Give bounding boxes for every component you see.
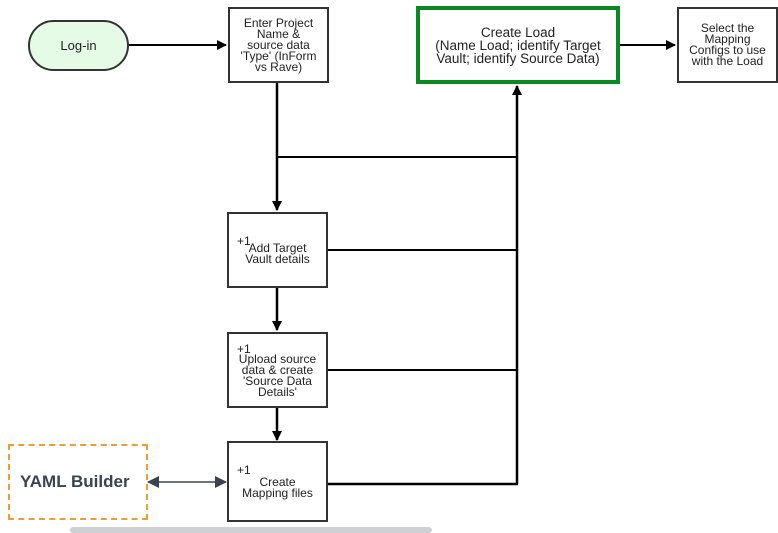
text-line: Enter Project <box>243 15 314 30</box>
horizontal-scrollbar[interactable] <box>70 527 432 533</box>
text-line: Details' <box>258 385 297 399</box>
node-select-mapping-text: Select the Mapping Configs to use with t… <box>689 21 766 68</box>
text-line: Vault; identify Source Data) <box>436 50 600 66</box>
text-line: source data <box>247 37 310 52</box>
text-line: 'Source Data <box>242 374 312 388</box>
step-badge: +1 <box>237 463 251 477</box>
node-create-load[interactable]: Create Load (Name Load; identify Target … <box>416 6 620 84</box>
text-line: Create <box>259 474 296 489</box>
step-badge: +1 <box>237 234 251 248</box>
text-line: with the Load <box>691 54 764 68</box>
text-line: Select the <box>700 21 755 35</box>
text-line: Vault details <box>245 252 310 266</box>
node-login[interactable]: Log-in <box>28 20 129 71</box>
step-badge: +1 <box>237 342 251 356</box>
text-line: Add Target <box>248 241 307 255</box>
text-line: (Name Load; identify Target <box>435 37 601 53</box>
node-create-mapping-text: Create Mapping files <box>242 474 313 500</box>
node-enter-project[interactable]: Enter Project Name & source data 'Type' … <box>228 7 329 83</box>
node-upload-source-text: Upload source data & create 'Source Data… <box>238 352 317 399</box>
node-add-target-text: Add Target Vault details <box>245 241 310 266</box>
node-add-target[interactable]: +1 Add Target Vault details <box>227 212 328 288</box>
text-line: 'Type' (InForm <box>240 48 317 63</box>
text-line: data & create <box>241 363 314 377</box>
text-line: Upload source <box>238 352 317 366</box>
text-line: Mapping <box>704 32 751 46</box>
node-create-mapping[interactable]: +1 Create Mapping files <box>227 441 328 522</box>
text-line: Configs to use <box>689 43 766 57</box>
node-enter-project-text: Enter Project Name & source data 'Type' … <box>240 15 317 74</box>
text-line: Create Load <box>480 24 556 40</box>
node-upload-source[interactable]: +1 Upload source data & create 'Source D… <box>227 332 328 408</box>
node-login-label: Log-in <box>60 38 97 53</box>
text-line: Mapping files <box>242 485 313 500</box>
text-line: Name & <box>256 26 301 41</box>
node-yaml-builder[interactable]: YAML Builder <box>8 444 148 520</box>
node-yaml-builder-label: YAML Builder <box>20 472 130 491</box>
text-line: vs Rave) <box>254 59 303 74</box>
node-create-load-text: Create Load (Name Load; identify Target … <box>435 24 601 66</box>
node-select-mapping[interactable]: Select the Mapping Configs to use with t… <box>677 7 778 83</box>
